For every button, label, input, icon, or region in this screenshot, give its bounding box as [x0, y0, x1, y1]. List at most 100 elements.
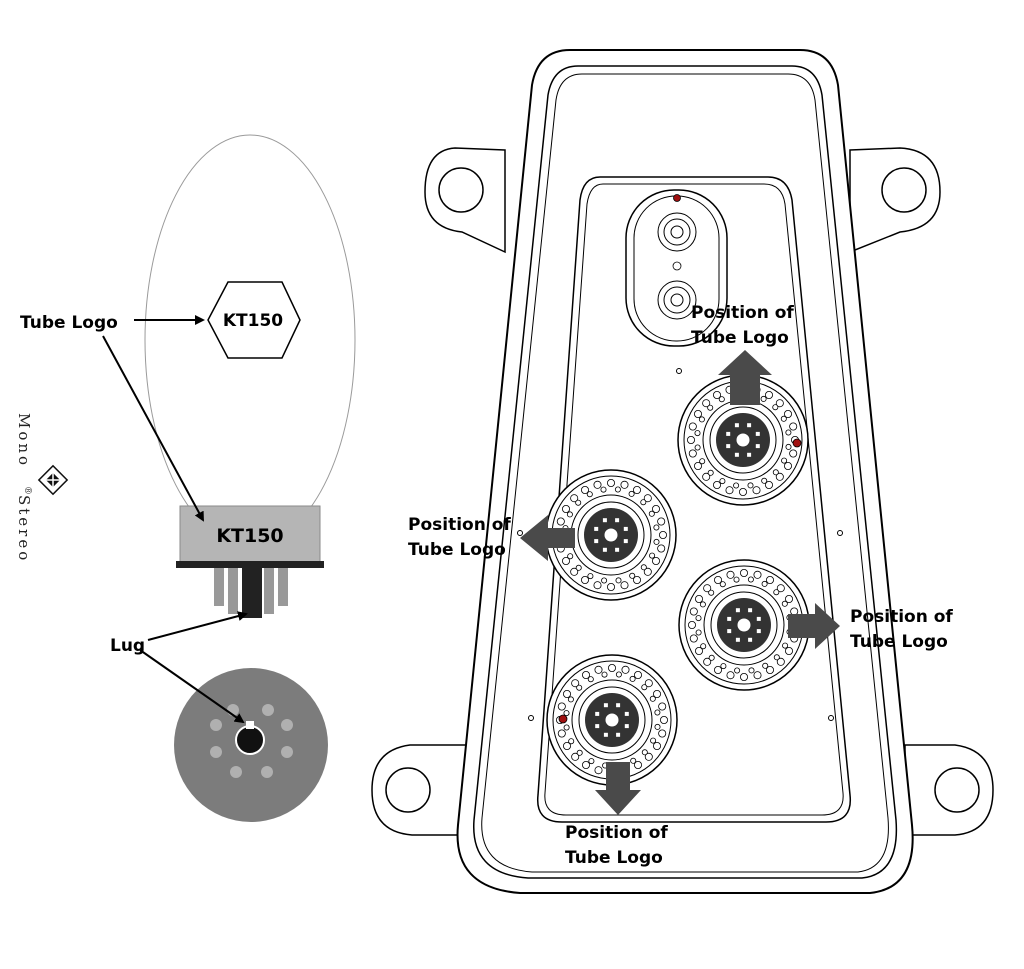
socket-hole — [761, 580, 768, 587]
position-top-line2: Tube Logo — [691, 328, 789, 348]
socket-hole — [694, 444, 701, 451]
socket-hole — [726, 671, 735, 680]
socket-hole — [708, 589, 715, 596]
bottom-view-pins — [210, 704, 293, 778]
position-bottom-line2: Tube Logo — [565, 848, 663, 868]
socket-hole — [785, 443, 792, 450]
socket-hole — [765, 480, 774, 489]
socket-hole — [620, 480, 629, 489]
socket-hole — [785, 429, 792, 436]
socket-hole — [660, 716, 669, 725]
tube-logo-hexagon — [207, 281, 301, 359]
socket-hole — [652, 504, 661, 513]
watermark: Mono ® Stereo — [15, 413, 69, 563]
socket-hole — [641, 749, 648, 756]
socket-contact — [748, 637, 753, 642]
socket-contact — [623, 539, 628, 544]
socket-hole — [713, 480, 722, 489]
socket-hole — [695, 595, 704, 604]
small-tube-sockets — [625, 189, 728, 347]
socket-hole — [634, 761, 643, 770]
socket-hole — [785, 647, 794, 656]
socket-hole — [694, 430, 701, 437]
socket-contact — [727, 629, 732, 634]
socket-hole — [594, 665, 603, 674]
socket-hole — [707, 404, 714, 411]
socket-hole — [781, 600, 788, 607]
socket-hole — [587, 676, 594, 683]
socket-top-right — [677, 374, 809, 506]
socket-hole — [773, 654, 780, 661]
socket-contact — [615, 518, 620, 523]
socket-hole — [740, 569, 749, 578]
socket-hole — [640, 499, 647, 506]
socket-hole — [653, 538, 660, 545]
socket-hole — [581, 576, 590, 585]
socket-hole — [575, 564, 582, 571]
socket-hole — [784, 461, 793, 470]
socket-hole — [688, 449, 697, 458]
socket-hole — [784, 409, 793, 418]
socket-contact — [726, 444, 731, 449]
socket-hole — [615, 577, 622, 584]
socket-hole — [615, 671, 622, 678]
socket-hole — [648, 510, 655, 517]
arrow-right — [788, 603, 840, 649]
socket-hole — [776, 584, 785, 593]
watermark-symbol: ® — [22, 486, 32, 498]
socket-contact — [734, 452, 739, 457]
socket-contact — [595, 711, 600, 716]
socket-hole — [694, 409, 703, 418]
socket-hole — [761, 477, 768, 484]
tube-base-flange — [176, 561, 324, 568]
bottom-view-lug — [235, 725, 265, 755]
socket-hole — [699, 458, 706, 465]
socket-hole — [775, 472, 784, 481]
socket-hole — [608, 664, 617, 673]
socket-hole — [563, 724, 570, 731]
tube-lug-key — [242, 566, 262, 618]
arrow-down — [595, 762, 641, 815]
socket-alignment-marker — [558, 714, 568, 724]
socket-hole — [557, 729, 566, 738]
socket-hole — [563, 690, 572, 699]
screw-holes — [517, 368, 843, 721]
socket-hole — [714, 576, 723, 585]
socket-hole — [695, 647, 704, 656]
socket-hole — [563, 710, 570, 717]
socket-hole — [644, 752, 653, 761]
socket-hole — [762, 662, 769, 669]
socket-hole — [688, 422, 697, 431]
socket-hole — [687, 435, 696, 444]
socket-contact — [756, 616, 761, 621]
socket-hole — [694, 461, 703, 470]
socket-hole — [657, 544, 666, 553]
socket-hole — [567, 553, 574, 560]
socket-hole — [563, 742, 572, 751]
socket-hole — [633, 485, 642, 494]
socket-contact — [603, 703, 608, 708]
lug-callout: Lug — [110, 611, 248, 724]
socket-hole — [629, 675, 636, 682]
socket-contact — [616, 732, 621, 737]
socket-hole — [657, 517, 666, 526]
socket-hole — [652, 557, 661, 566]
socket-hole — [700, 643, 707, 650]
socket-contact — [735, 608, 740, 613]
socket-key-hole — [736, 617, 752, 633]
socket-hole — [556, 517, 565, 526]
socket-hole — [566, 511, 573, 518]
socket-hole — [654, 723, 661, 730]
tube-logo-hex-text: KT150 — [223, 311, 283, 331]
socket-hole — [621, 665, 630, 674]
socket-hole — [719, 478, 726, 485]
socket-hole — [766, 576, 775, 585]
socket-hole — [607, 478, 616, 487]
socket-hole — [773, 589, 780, 596]
socket-hole — [562, 504, 571, 513]
socket-hole — [782, 642, 789, 649]
socket-hole — [586, 491, 593, 498]
socket-hole — [653, 690, 662, 699]
top-plate — [536, 176, 852, 823]
socket-hole — [581, 485, 590, 494]
